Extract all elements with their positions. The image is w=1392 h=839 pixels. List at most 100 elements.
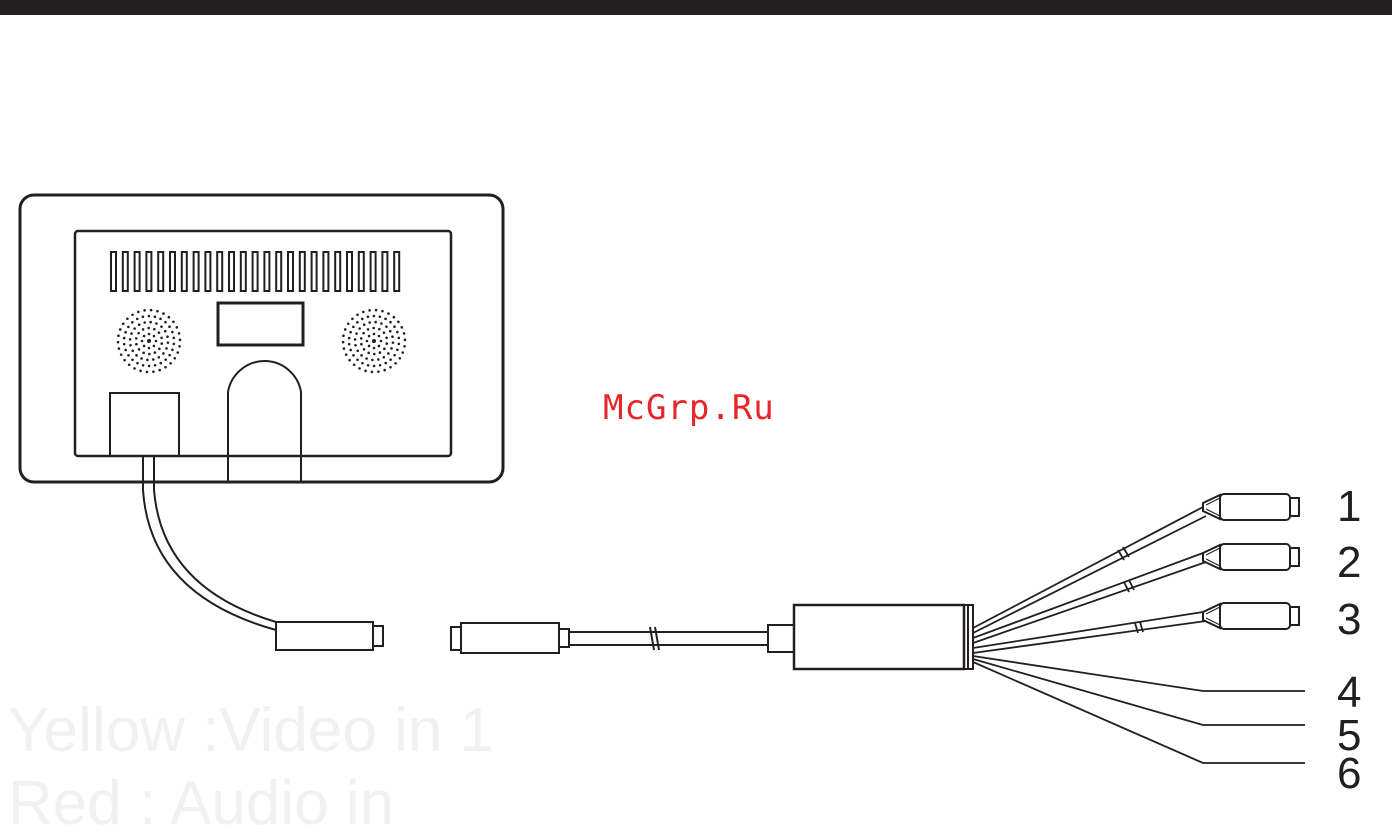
speaker-dot — [131, 321, 134, 324]
speaker-dot — [143, 309, 146, 312]
speaker-dot — [392, 341, 395, 344]
bare-leads — [973, 656, 1305, 763]
speaker-dot — [153, 335, 156, 338]
speaker-dot — [136, 318, 139, 321]
rca-plugs — [1203, 494, 1299, 629]
vent-slot — [359, 252, 364, 291]
speaker-dot — [168, 325, 171, 328]
speaker-dot — [363, 323, 366, 326]
speaker-dot — [164, 358, 167, 361]
vent-slot — [158, 252, 163, 291]
vent-slot — [182, 252, 187, 291]
speaker-dot — [362, 332, 365, 335]
vent-slot — [371, 252, 376, 291]
speaker-dot — [373, 333, 376, 336]
speaker-dot — [169, 362, 172, 365]
speaker-dot — [358, 367, 361, 370]
speaker-dot — [117, 334, 120, 337]
speaker-dot — [349, 349, 352, 352]
speaker-dot — [158, 331, 161, 334]
speaker-dot — [129, 344, 132, 347]
speaker-dot — [373, 347, 376, 350]
speaker-dot — [398, 357, 401, 360]
speaker-dot — [117, 341, 120, 344]
speaker-dot — [378, 345, 381, 348]
speaker-dot — [123, 337, 126, 340]
speaker-dot — [360, 337, 363, 340]
speaker-dot — [146, 359, 149, 362]
speaker-dot — [367, 364, 370, 367]
speaker-dot — [135, 343, 138, 346]
vent-slot — [135, 252, 140, 291]
vent-slots — [111, 252, 399, 291]
speaker-dot — [160, 342, 163, 345]
speaker-dot — [158, 369, 161, 372]
speaker-dot — [349, 331, 352, 334]
speaker-dot — [165, 347, 168, 350]
speaker-dot — [146, 371, 149, 374]
speaker-dot — [368, 335, 371, 338]
vent-slot — [146, 252, 151, 291]
speaker-dot — [128, 364, 131, 367]
speaker-dot — [404, 339, 407, 342]
speaker-dot — [142, 315, 145, 318]
speaker-dot — [393, 316, 396, 319]
speaker-dot — [373, 353, 376, 356]
speaker-dot — [393, 325, 396, 328]
speaker-dot — [381, 310, 384, 313]
speaker-dot — [397, 321, 400, 324]
speaker-dot — [137, 332, 140, 335]
speaker-dot — [142, 352, 145, 355]
speaker-dot — [131, 358, 134, 361]
speaker-dot — [383, 356, 386, 359]
speaker-dot — [398, 343, 401, 346]
speaker-dot — [141, 340, 144, 343]
speaker-dot — [367, 352, 370, 355]
speaker-dot — [344, 328, 347, 331]
speaker-dot — [152, 358, 155, 361]
speaker-dot — [178, 345, 181, 348]
speaker-dot — [389, 366, 392, 369]
label-1: 1 — [1337, 485, 1361, 529]
speaker-dot — [365, 357, 368, 360]
speaker-dot — [148, 365, 151, 368]
speaker-dot — [138, 323, 141, 326]
speaker-dot — [396, 348, 399, 351]
speaker-dot — [153, 328, 156, 331]
speaker-dot — [126, 317, 129, 320]
speaker-dot — [371, 371, 374, 374]
speaker-dot — [354, 344, 357, 347]
speaker-dot — [371, 359, 374, 362]
speaker-dot — [118, 347, 121, 350]
vent-slot — [205, 252, 210, 291]
speaker-dot — [361, 362, 364, 365]
speaker-dot — [123, 343, 126, 346]
speaker-dot — [159, 362, 162, 365]
vent-slot — [394, 252, 399, 291]
speaker-dot — [353, 364, 356, 367]
speaker-dot — [362, 311, 365, 314]
label-2: 2 — [1337, 541, 1361, 585]
speaker-dot — [384, 362, 387, 365]
speaker-dot — [373, 365, 376, 368]
speaker-dot — [171, 348, 174, 351]
speaker-dot — [379, 351, 382, 354]
speaker-dot — [131, 350, 134, 353]
speaker-dot — [122, 322, 125, 325]
speaker-dot — [375, 309, 378, 312]
speaker-right — [342, 309, 407, 373]
label-4: 4 — [1337, 671, 1361, 715]
vent-slot — [241, 252, 246, 291]
vent-slot — [347, 252, 352, 291]
speaker-dot — [354, 338, 357, 341]
rca-plug — [1203, 603, 1299, 629]
speaker-dot — [162, 352, 165, 355]
speaker-dot — [119, 328, 122, 331]
vent-slot — [300, 252, 305, 291]
label-6: 6 — [1337, 752, 1361, 796]
speaker-dot — [367, 315, 370, 318]
speaker-dot — [124, 349, 127, 352]
speaker-dot — [378, 328, 381, 331]
speaker-dot — [130, 332, 133, 335]
speaker-dot — [348, 359, 351, 362]
